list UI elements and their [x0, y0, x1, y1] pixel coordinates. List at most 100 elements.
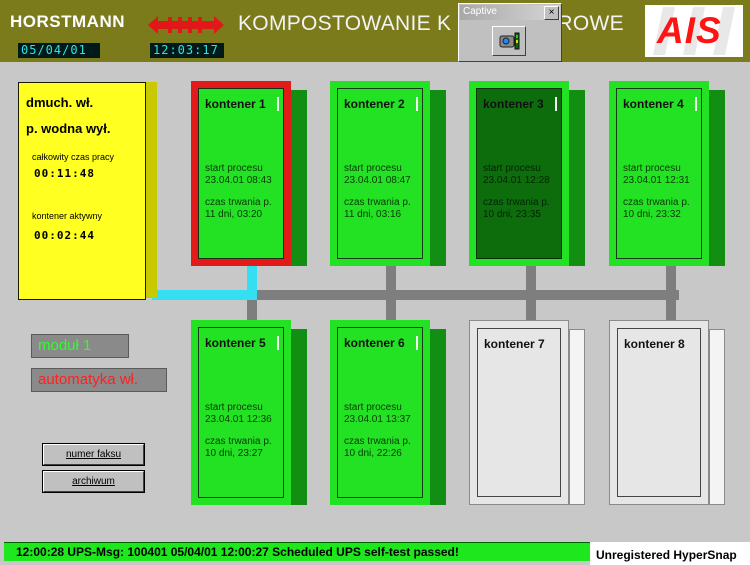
process-start-label: start procesu [344, 163, 402, 174]
duration-label: czas trwania p. [344, 197, 411, 208]
duration-value: 11 dni, 03:20 [205, 209, 263, 220]
container-7-side [569, 329, 585, 505]
pipe-vertical-4 [666, 262, 676, 322]
active-pipe-horizontal [152, 290, 256, 300]
container-title: kontener 7 [484, 337, 545, 351]
active-container-value: 00:02:44 [34, 229, 95, 242]
captive-window[interactable]: Captive × [458, 3, 562, 62]
active-pipe-vertical [247, 262, 257, 300]
ais-stripes-icon [653, 7, 735, 55]
duration-value: 10 dni, 23:35 [483, 209, 541, 220]
process-start-label: start procesu [344, 402, 402, 413]
duration-value: 10 dni, 22:26 [344, 448, 402, 459]
container-6[interactable]: kontener 6 start procesu 23.04.01 13:37 … [330, 320, 430, 505]
pipe-vertical-3 [526, 262, 536, 322]
status-bar: 12:00:28 UPS-Msg: 100401 05/04/01 12:00:… [4, 542, 590, 561]
container-8[interactable]: kontener 8 [609, 320, 709, 505]
container-2[interactable]: kontener 2 start procesu 23.04.01 08:47 … [330, 81, 430, 266]
container-notch [416, 97, 418, 111]
container-title: kontener 3 [483, 97, 544, 111]
container-8-side [709, 329, 725, 505]
duration-value: 10 dni, 23:32 [623, 209, 681, 220]
process-start-value: 23.04.01 08:47 [344, 175, 411, 186]
process-start-label: start procesu [623, 163, 681, 174]
brand-name: HORSTMANN [10, 12, 125, 31]
pipe-vertical-5 [247, 295, 257, 322]
container-4-body: kontener 4 start procesu 23.04.01 12:31 … [616, 88, 702, 259]
container-8-body: kontener 8 [617, 328, 701, 497]
ais-logo-box: AIS [645, 5, 743, 57]
water-pump-status: p. wodna wył. [26, 121, 111, 136]
container-2-side [430, 90, 446, 266]
container-notch [277, 336, 279, 350]
container-title: kontener 8 [624, 337, 685, 351]
container-notch [695, 97, 697, 111]
archive-button[interactable]: archiwum [42, 470, 145, 493]
capture-button[interactable] [492, 26, 526, 56]
camera-icon [499, 32, 520, 50]
module-label: moduł 1 [31, 334, 129, 358]
container-5[interactable]: kontener 5 start procesu 23.04.01 12:36 … [191, 320, 291, 505]
captive-title: Captive [463, 6, 497, 17]
container-1-body: kontener 1 start procesu 23.04.01 08:43 … [198, 88, 284, 259]
container-3[interactable]: kontener 3 start procesu 23.04.01 12:28 … [469, 81, 569, 266]
container-6-body: kontener 6 start procesu 23.04.01 13:37 … [337, 327, 423, 498]
fax-number-button[interactable]: numer faksu [42, 443, 145, 466]
ais-logo: AIS [657, 10, 722, 51]
status-panel: dmuch. wł. p. wodna wył. całkowity czas … [18, 82, 146, 300]
container-7-body: kontener 7 [477, 328, 561, 497]
captive-titlebar[interactable]: Captive × [460, 5, 560, 20]
process-start-value: 23.04.01 12:28 [483, 175, 550, 186]
container-notch [416, 336, 418, 350]
container-5-side [291, 329, 307, 505]
process-start-label: start procesu [483, 163, 541, 174]
pipe-horizontal [152, 290, 679, 300]
process-start-label: start procesu [205, 163, 263, 174]
container-title: kontener 1 [205, 97, 266, 111]
page-title-end: ROWE [557, 12, 624, 35]
duration-label: czas trwania p. [483, 197, 550, 208]
close-icon[interactable]: × [544, 6, 559, 20]
brand-box: HORSTMANN 05/04/01 12:03:17 [4, 5, 226, 58]
container-notch [277, 97, 279, 111]
container-4-side [709, 90, 725, 266]
horstmann-logo-icon [148, 14, 224, 41]
container-4[interactable]: kontener 4 start procesu 23.04.01 12:31 … [609, 81, 709, 266]
container-notch [555, 97, 557, 111]
watermark-box: Unregistered HyperSnap [590, 542, 750, 565]
date-display: 05/04/01 [18, 43, 100, 58]
container-5-body: kontener 5 start procesu 23.04.01 12:36 … [198, 327, 284, 498]
duration-label: czas trwania p. [205, 197, 272, 208]
blower-status: dmuch. wł. [26, 95, 94, 110]
pipe-vertical-2 [386, 262, 396, 322]
duration-label: czas trwania p. [205, 436, 272, 447]
status-message: 12:00:28 UPS-Msg: 100401 05/04/01 12:00:… [16, 545, 459, 559]
container-title: kontener 5 [205, 336, 266, 350]
container-7[interactable]: kontener 7 [469, 320, 569, 505]
process-start-value: 23.04.01 12:36 [205, 414, 272, 425]
time-display: 12:03:17 [150, 43, 224, 58]
container-2-body: kontener 2 start procesu 23.04.01 08:47 … [337, 88, 423, 259]
duration-label: czas trwania p. [344, 436, 411, 447]
active-container-label: kontener aktywny [32, 211, 103, 221]
container-3-body: kontener 3 start procesu 23.04.01 12:28 … [476, 88, 562, 259]
watermark-text: Unregistered HyperSnap [596, 548, 737, 562]
status-panel-side [145, 82, 157, 298]
duration-value: 10 dni, 23:27 [205, 448, 263, 459]
duration-value: 11 dni, 03:16 [344, 209, 402, 220]
total-runtime-label: całkowity czas pracy [32, 152, 115, 162]
container-title: kontener 4 [623, 97, 684, 111]
process-start-value: 23.04.01 08:43 [205, 175, 272, 186]
duration-label: czas trwania p. [623, 197, 690, 208]
container-6-side [430, 329, 446, 505]
process-start-value: 23.04.01 12:31 [623, 175, 690, 186]
total-runtime-value: 00:11:48 [34, 167, 95, 180]
process-start-value: 23.04.01 13:37 [344, 414, 411, 425]
page-title-start: KOMPOSTOWANIE K [238, 12, 452, 35]
container-3-side [569, 90, 585, 266]
container-1[interactable]: kontener 1 start procesu 23.04.01 08:43 … [191, 81, 291, 266]
container-title: kontener 6 [344, 336, 405, 350]
container-title: kontener 2 [344, 97, 405, 111]
process-start-label: start procesu [205, 402, 263, 413]
header-bar [0, 0, 750, 62]
